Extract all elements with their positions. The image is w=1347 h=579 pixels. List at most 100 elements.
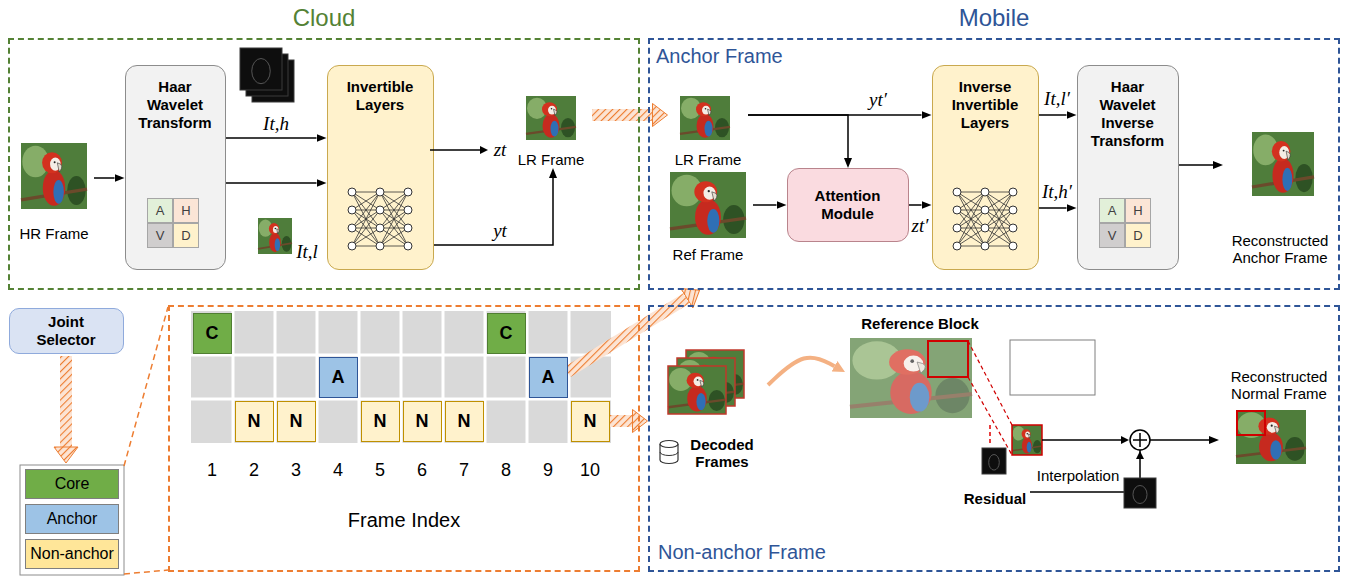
frame-caption: Ref Frame <box>673 246 744 263</box>
network-link <box>985 210 1013 211</box>
sum-input-head <box>1136 451 1144 459</box>
parrot-body <box>1272 158 1293 193</box>
branch <box>1252 177 1314 187</box>
parrot-wing <box>1027 442 1032 453</box>
network-link <box>380 246 408 247</box>
crop-box <box>928 341 968 377</box>
photo-background <box>850 338 972 418</box>
faint-edge <box>1133 486 1147 504</box>
subband-letter: H <box>181 203 190 218</box>
network-link <box>380 210 408 246</box>
branch <box>1012 446 1042 451</box>
frame-cell: N <box>361 401 400 442</box>
connector-label: It,h′ <box>1040 181 1074 203</box>
parrot-body <box>696 378 716 404</box>
branch <box>677 392 735 400</box>
lr-frame: LR Frame <box>668 92 748 168</box>
frame-cell: C <box>487 313 526 354</box>
foliage <box>723 205 744 234</box>
network-neuron <box>376 242 384 250</box>
neural-network-icon <box>348 188 412 250</box>
parrot-face <box>50 158 61 171</box>
parrot-beak <box>917 362 925 373</box>
foliage <box>718 382 734 403</box>
hr-frame: HR Frame <box>14 140 94 242</box>
decoded-frames: Decoded Frames <box>652 345 768 470</box>
photo-background <box>1012 425 1042 455</box>
subband-letter: V <box>1108 228 1117 243</box>
network-neuron <box>953 188 961 196</box>
network-link <box>957 192 985 210</box>
parrot-beak <box>718 364 722 371</box>
frame-type-letter: N <box>374 411 387 431</box>
connector-label: It,h <box>261 113 291 135</box>
foliage <box>1295 164 1312 192</box>
parrot-body <box>687 386 707 412</box>
parrot-beak <box>57 163 62 172</box>
network-link <box>957 210 985 228</box>
network-neuron <box>376 206 384 214</box>
network-link <box>352 192 380 246</box>
network-link <box>352 192 380 210</box>
box-label: Joint Selector <box>22 313 111 349</box>
parrot-face <box>904 356 924 372</box>
sum-symbol <box>1130 430 1150 450</box>
parrot-beak <box>1275 426 1280 434</box>
network-link <box>985 192 1013 246</box>
network-link <box>380 210 408 246</box>
network-neuron <box>404 188 412 196</box>
parrot-head <box>696 365 713 380</box>
connector-arrow <box>1030 440 1209 492</box>
haar-transform-box: Haar Wavelet TransformAHVD <box>125 65 226 270</box>
subband-cell: V <box>1099 223 1125 248</box>
faint-edge <box>989 455 1000 471</box>
dark-image <box>982 448 1006 474</box>
subband-letter: D <box>1133 228 1142 243</box>
attention-module-box: Attention Module <box>787 168 909 242</box>
network-neuron <box>348 188 356 196</box>
ref-frame-image <box>670 172 746 238</box>
dark-image <box>240 48 282 90</box>
dark-image <box>246 54 288 96</box>
photo-background <box>258 218 292 254</box>
washed-overlay <box>850 338 972 418</box>
frame-number: 9 <box>541 460 555 481</box>
network-link <box>985 192 1013 210</box>
foliage <box>1033 440 1041 453</box>
frame-cell: C <box>193 313 232 354</box>
subband-cell: V <box>147 223 173 248</box>
branch <box>526 127 576 134</box>
region-title: Mobile <box>959 4 1030 32</box>
parrot-eye <box>715 363 717 365</box>
parrot-body <box>705 370 725 396</box>
reconstructed-normal-image <box>1236 410 1306 464</box>
crop-guide <box>968 377 1012 455</box>
network-link <box>380 192 408 210</box>
frame-number: 10 <box>578 460 602 481</box>
network-link <box>985 210 1013 228</box>
reference-block: Reference Block <box>845 315 995 425</box>
hr-frame-image <box>21 143 87 209</box>
parrot-head <box>1272 141 1291 161</box>
parrot-face <box>273 226 278 233</box>
network-neuron <box>348 242 356 250</box>
parrot-head <box>542 102 557 116</box>
hatched-flow-arrow <box>568 298 687 372</box>
network-link <box>352 192 380 210</box>
decoded-frame-image <box>677 358 735 406</box>
frame-number: 7 <box>457 460 471 481</box>
parrot-eye <box>551 108 553 110</box>
frame-type-letter: N <box>458 411 471 431</box>
network-link <box>957 228 985 246</box>
parrot-eye <box>697 379 699 381</box>
network-link <box>380 192 408 193</box>
legend-swatch: Non-anchor <box>25 539 119 569</box>
photo-background <box>686 350 744 398</box>
photo-background <box>677 358 735 406</box>
parrot-body <box>695 199 721 235</box>
frame-type-letter: A <box>542 367 555 387</box>
region-subtitle: Non-anchor Frame <box>658 540 826 564</box>
reconstructed-anchor-image <box>1252 132 1314 196</box>
network-link <box>957 192 985 246</box>
parrot-body <box>43 170 65 206</box>
